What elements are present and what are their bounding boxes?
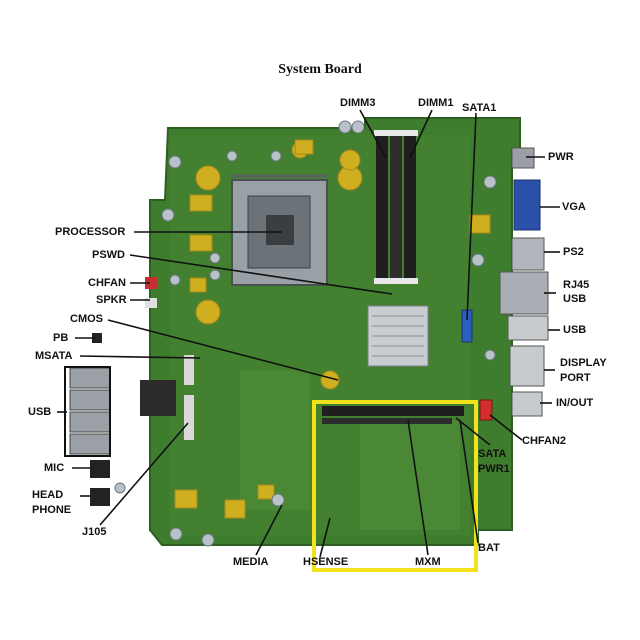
label-rj45-usb-line1: RJ45 [563, 279, 590, 291]
label-display-port-line2: PORT [560, 372, 591, 384]
leader-lines [57, 109, 560, 558]
label-headphone-line2: PHONE [32, 504, 72, 516]
label-pb: PB [53, 332, 69, 344]
label-dimm1: DIMM1 [418, 97, 454, 109]
label-in-out: IN/OUT [556, 397, 594, 409]
label-sata-pwr1-line1: SATA [478, 448, 507, 460]
label-headphone-line1: HEAD [32, 489, 64, 501]
cpu-socket [231, 174, 328, 286]
label-pwr: PWR [548, 151, 574, 163]
capacitor-pads [174, 139, 491, 519]
label-j105: J105 [82, 526, 107, 538]
mxm-slot [322, 406, 464, 424]
label-pswd: PSWD [92, 249, 125, 261]
label-usb-left: USB [28, 406, 52, 418]
electrolytic-capacitors [114, 120, 497, 547]
label-chfan2: CHFAN2 [522, 435, 567, 447]
label-mic: MIC [44, 462, 65, 474]
label-processor: PROCESSOR [55, 226, 126, 238]
label-sata1: SATA1 [462, 102, 497, 114]
chipset-heatsink [367, 305, 429, 367]
label-dimm3: DIMM3 [340, 97, 376, 109]
label-media: MEDIA [233, 556, 269, 568]
label-vga: VGA [562, 201, 586, 213]
label-bat: BAT [478, 542, 500, 554]
label-msata: MSATA [35, 350, 73, 362]
dimm-slots [374, 130, 418, 284]
label-usb-right: USB [563, 324, 587, 336]
label-display-port-line1: DISPLAY [560, 357, 607, 369]
mxm-highlight-box [312, 400, 478, 572]
rear-io [479, 147, 549, 421]
front-usb-stack [64, 277, 157, 506]
label-rj45-usb-line2: USB [563, 293, 587, 305]
label-cmos: CMOS [70, 313, 103, 325]
label-spkr: SPKR [96, 294, 127, 306]
label-mxm: MXM [415, 556, 441, 568]
msata-area [140, 355, 194, 440]
label-ps2: PS2 [563, 246, 584, 258]
label-sata-pwr1-line2: PWR1 [478, 463, 510, 475]
label-chfan: CHFAN [88, 277, 126, 289]
diagram-title: System Board [278, 62, 362, 77]
label-hsense: HSENSE [303, 556, 349, 568]
